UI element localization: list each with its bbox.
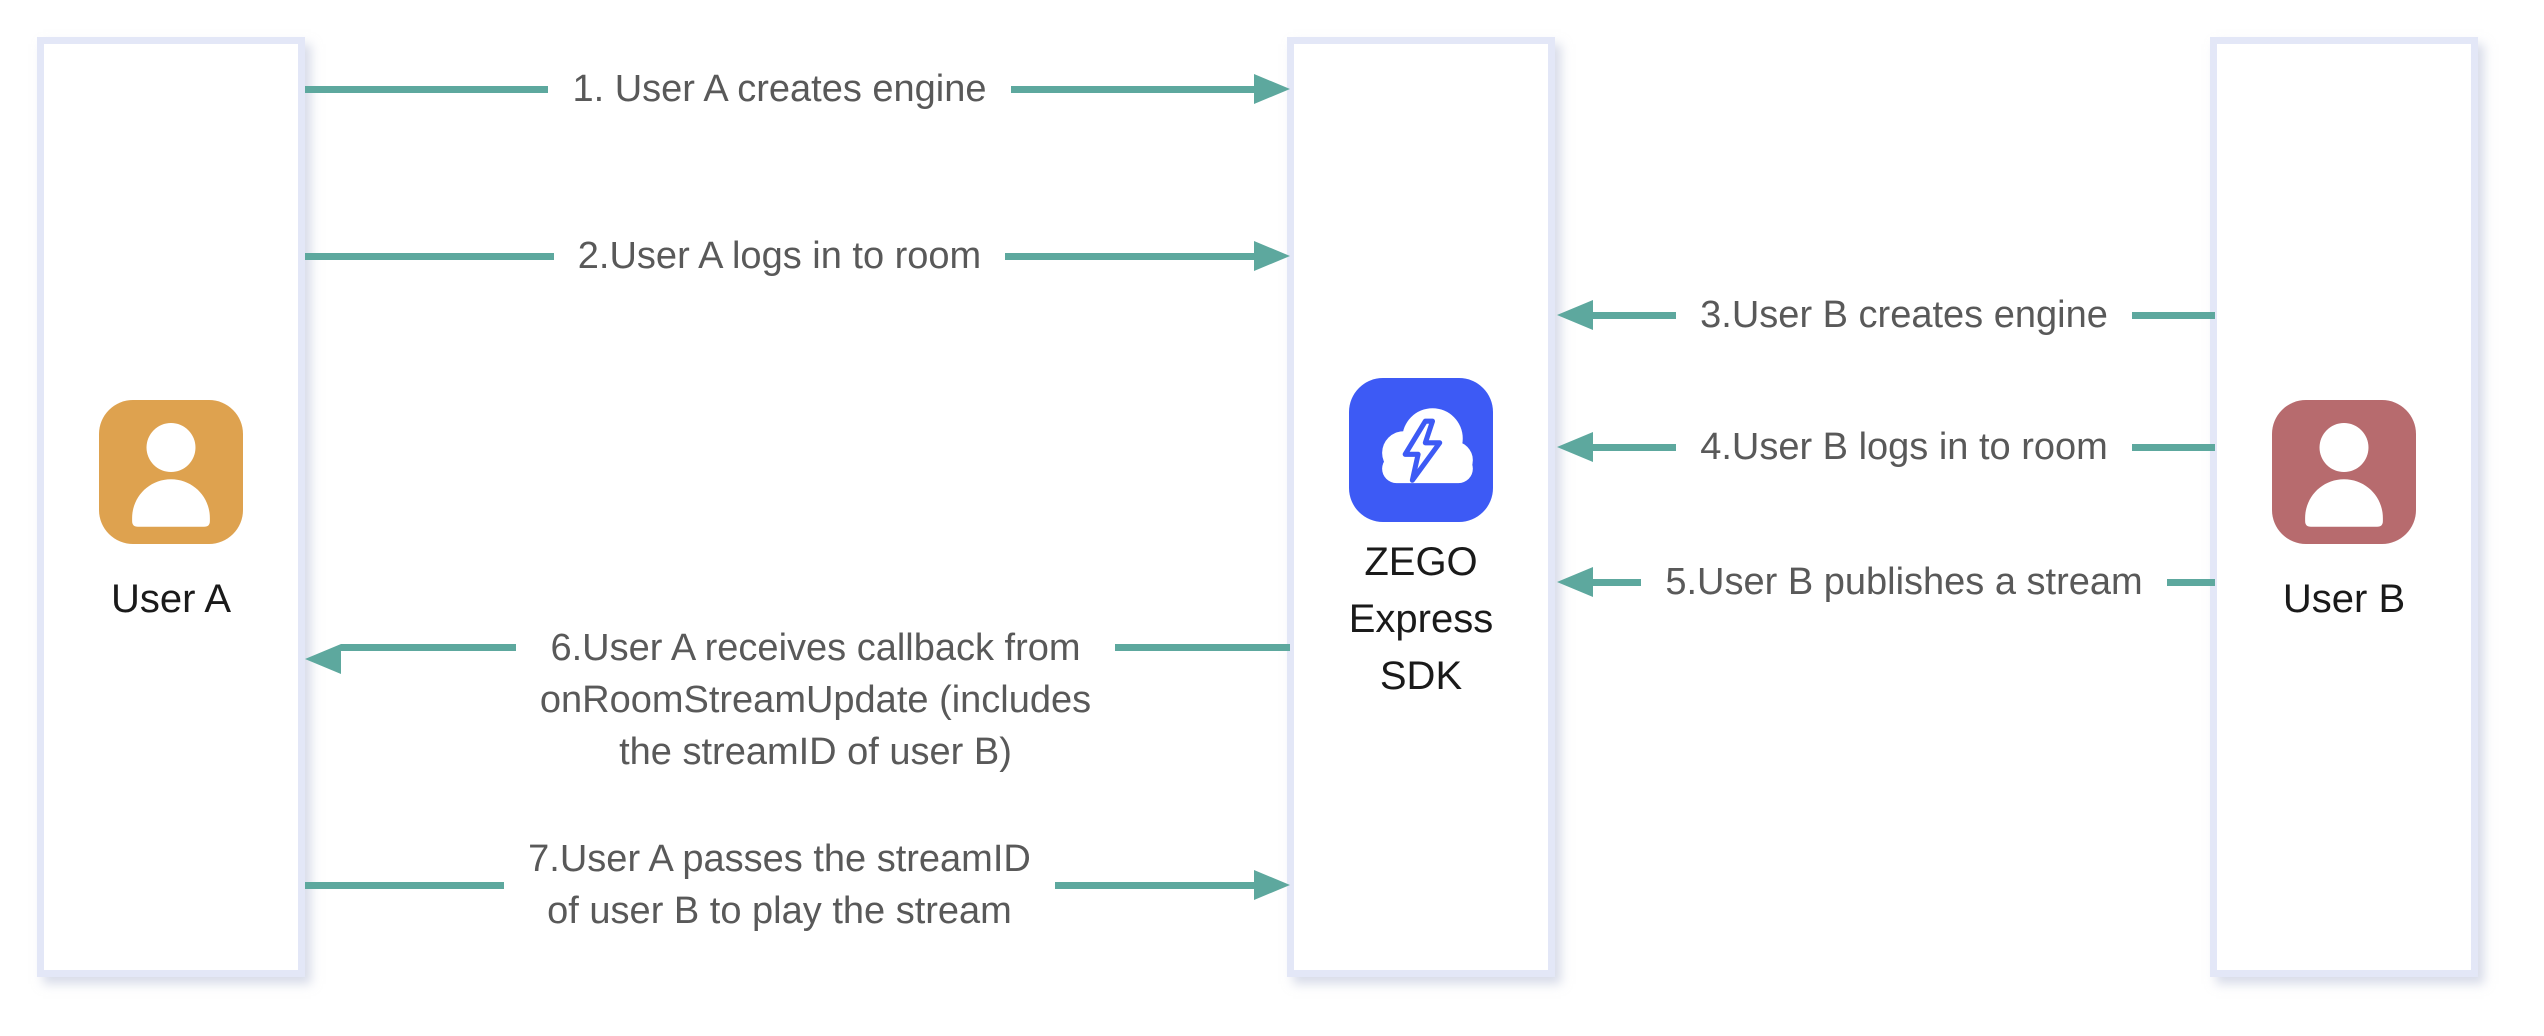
- arrow-line: [1054, 881, 1255, 889]
- message-3-label: 3.User B creates engine: [1700, 294, 2108, 336]
- actor-label-user-a: User A: [110, 577, 232, 621]
- message-4: 4.User B logs in to room: [1557, 421, 2216, 473]
- arrowhead-left-icon: [305, 644, 341, 674]
- arrow-line: [1115, 644, 1290, 651]
- arrow-line: [2131, 443, 2216, 451]
- message-6-label: 6.User A receives callback from onRoomSt…: [539, 627, 1092, 773]
- user-a-person-icon: [99, 400, 243, 544]
- actor-box-user-a: User A: [37, 37, 305, 977]
- message-6: 6.User A receives callback from onRoomSt…: [305, 622, 1290, 778]
- arrow-line: [305, 881, 505, 889]
- arrow-line: [2166, 578, 2216, 586]
- message-2-label: 2.User A logs in to room: [577, 235, 982, 277]
- message-7-label: 7.User A passes the streamID of user B t…: [528, 838, 1031, 932]
- arrow-line: [305, 85, 549, 93]
- arrow-line: [1010, 85, 1254, 93]
- arrowhead-left-icon: [1557, 432, 1593, 462]
- arrow-line: [1593, 311, 1677, 319]
- arrowhead-right-icon: [1254, 241, 1291, 271]
- arrowhead-right-icon: [1254, 870, 1291, 900]
- user-b-person-icon: [2272, 400, 2416, 544]
- message-5-label: 5.User B publishes a stream: [1665, 561, 2143, 603]
- message-4-label: 4.User B logs in to room: [1700, 426, 2108, 468]
- arrow-line: [1005, 252, 1255, 260]
- actor-box-user-b: User B: [2210, 37, 2478, 977]
- message-1: 1. User A creates engine: [305, 63, 1290, 115]
- message-2: 2.User A logs in to room: [305, 230, 1291, 282]
- actor-label-user-b: User B: [2282, 577, 2406, 621]
- arrow-line: [2131, 311, 2216, 319]
- arrow-line: [305, 252, 554, 260]
- arrow-line: [341, 644, 516, 651]
- sdk-cloud-lightning-icon: [1349, 378, 1493, 522]
- arrowhead-left-icon: [1557, 300, 1593, 330]
- message-1-label: 1. User A creates engine: [572, 68, 987, 110]
- message-7: 7.User A passes the streamID of user B t…: [305, 833, 1291, 937]
- arrowhead-left-icon: [1557, 567, 1593, 597]
- message-3: 3.User B creates engine: [1557, 289, 2216, 341]
- actor-label-sdk: ZEGO Express SDK: [1348, 540, 1494, 698]
- arrow-line: [1593, 443, 1677, 451]
- message-5: 5.User B publishes a stream: [1557, 556, 2216, 608]
- arrow-line: [1593, 578, 1642, 586]
- arrowhead-right-icon: [1254, 74, 1290, 104]
- actor-box-sdk: ZEGO Express SDK: [1287, 37, 1555, 977]
